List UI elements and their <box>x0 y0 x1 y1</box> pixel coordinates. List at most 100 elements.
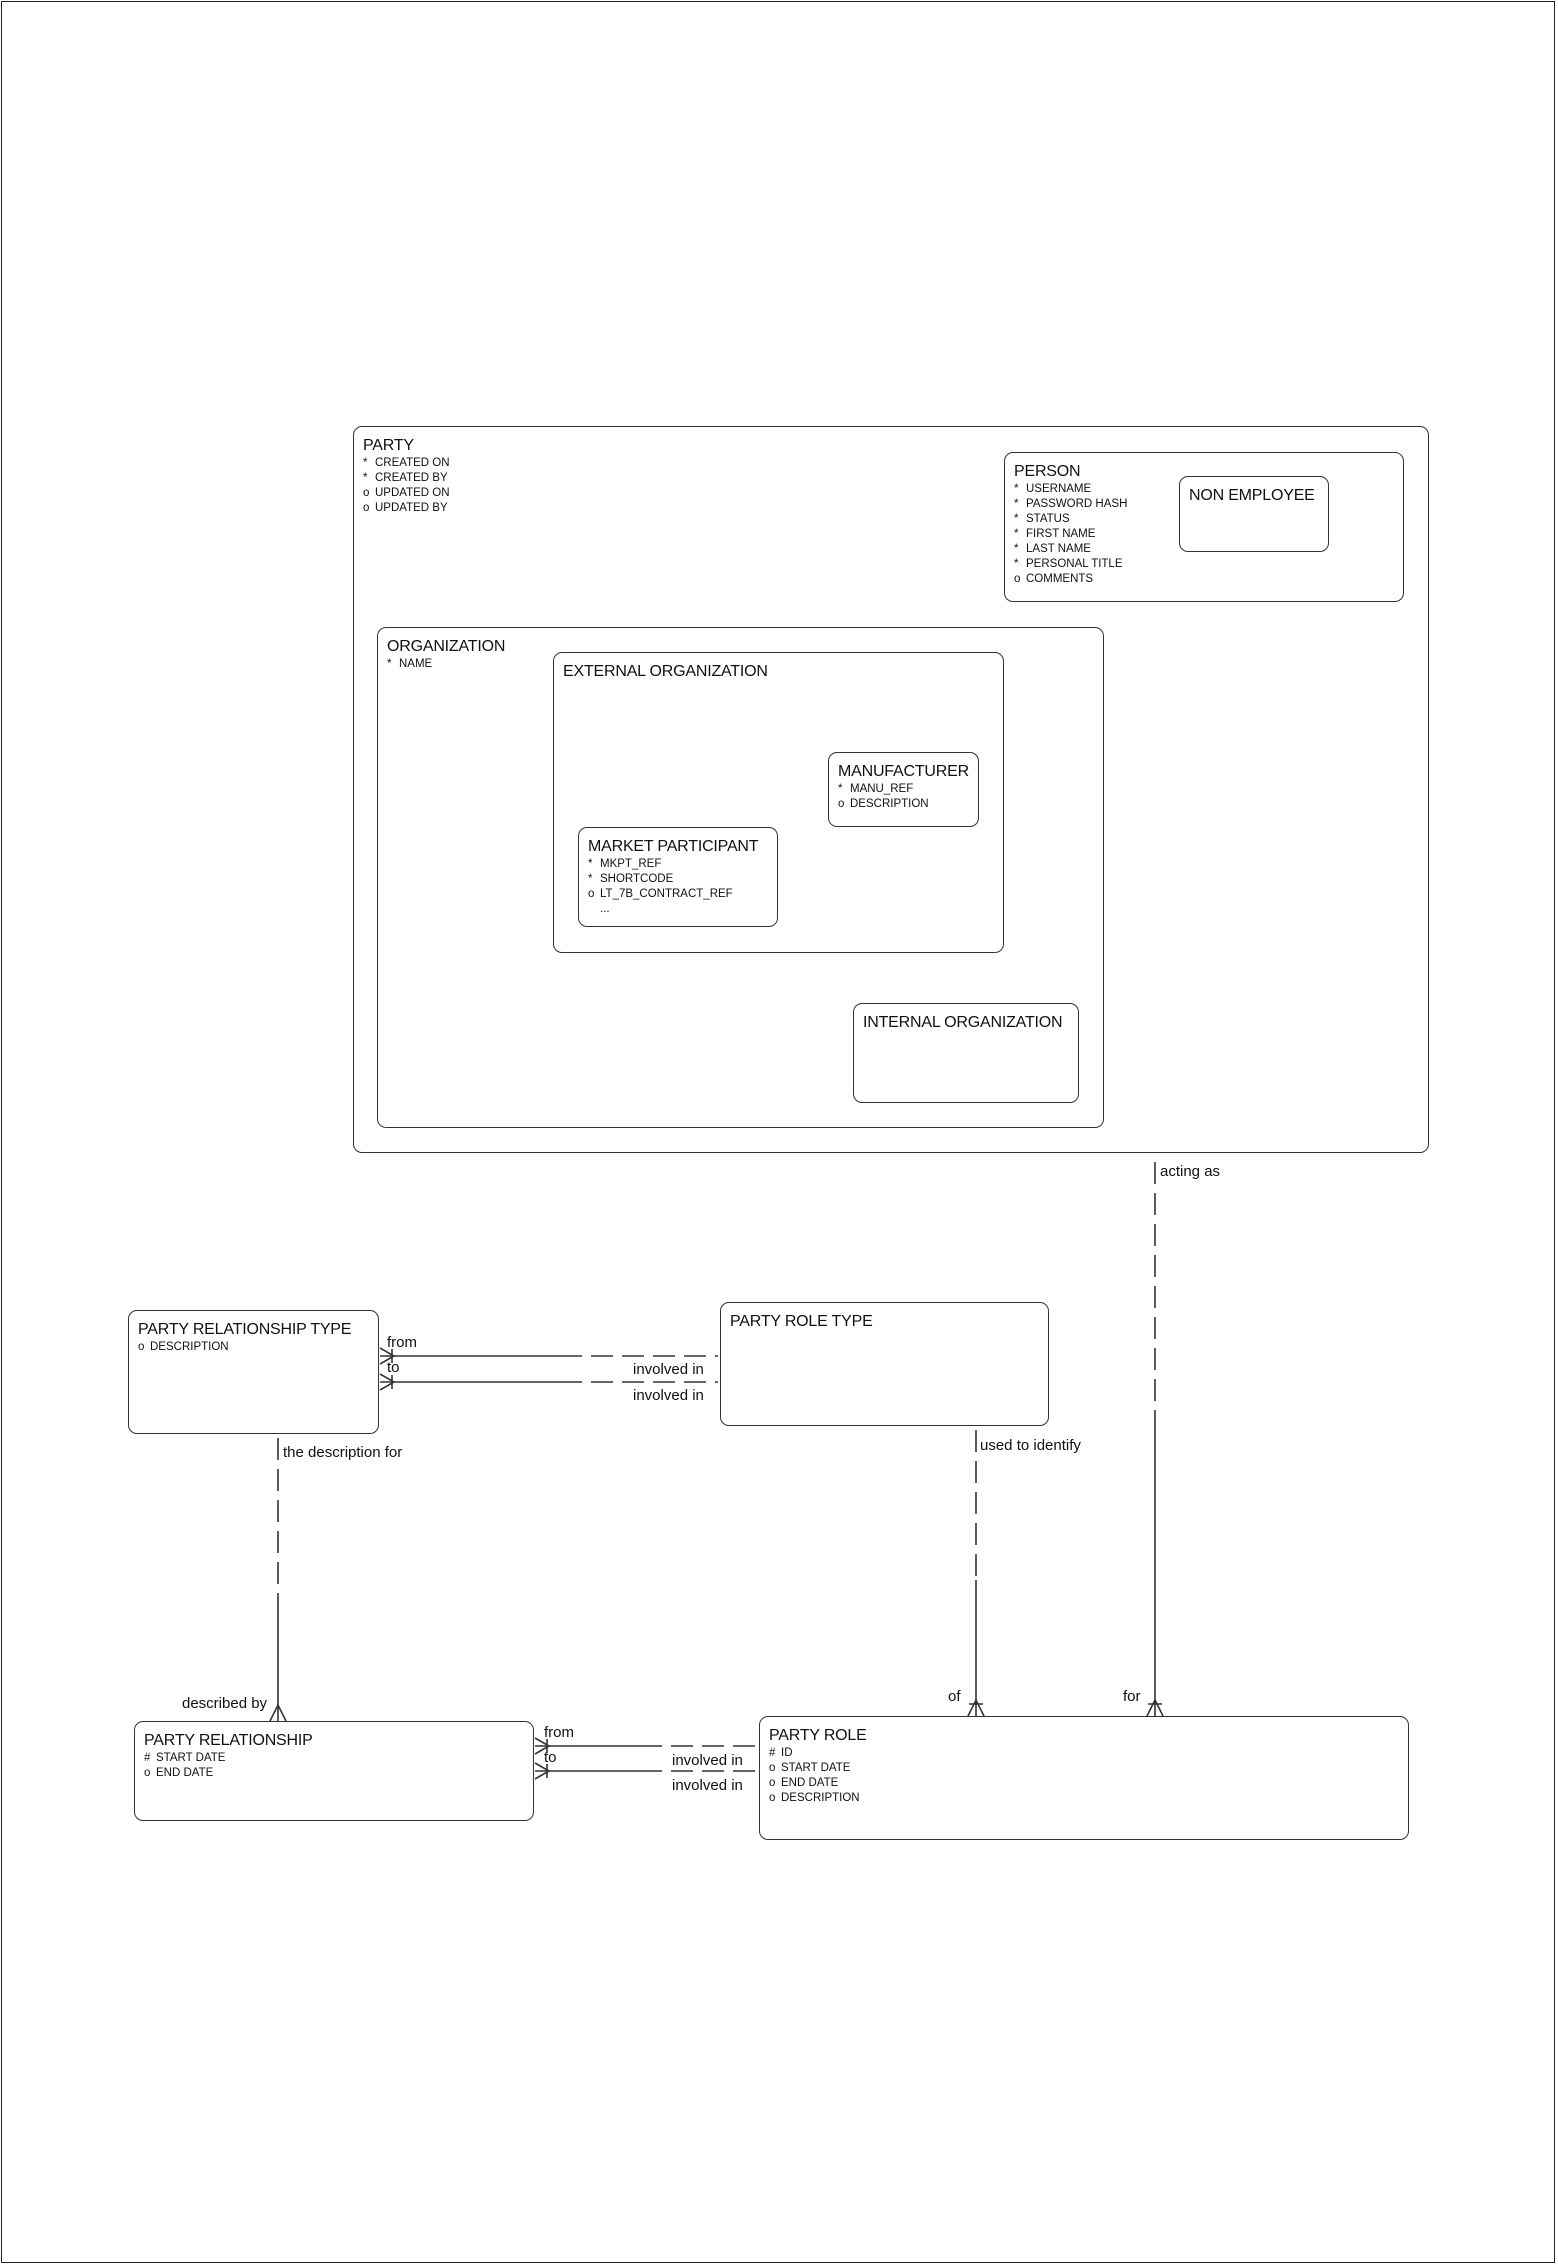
label-involved-in-pr-2: involved in <box>672 1777 743 1794</box>
attribute-marker: # <box>769 1747 776 1759</box>
attribute-row: * PASSWORD HASH <box>1014 497 1127 512</box>
attribute-name: USERNAME <box>1026 483 1092 495</box>
attribute-row: o END DATE <box>144 1766 225 1781</box>
attribute-marker: * <box>588 873 593 885</box>
attribute-marker: * <box>1014 498 1019 510</box>
attribute-marker: # <box>144 1752 151 1764</box>
attribute-name: LAST NAME <box>1026 543 1091 555</box>
label-from-pr: from <box>544 1724 574 1741</box>
attribute-row: o UPDATED ON <box>363 486 450 501</box>
entity-title: MANUFACTURER <box>838 763 969 780</box>
attribute-list: * USERNAME * PASSWORD HASH * STATUS * FIRST NAM… <box>1014 482 1127 587</box>
attribute-name: CREATED ON <box>375 457 450 469</box>
attribute-marker: * <box>1014 528 1019 540</box>
attribute-name: LT_7B_CONTRACT_REF <box>600 888 733 900</box>
attribute-name: START DATE <box>781 1762 851 1774</box>
attribute-name: DESCRIPTION <box>150 1341 229 1353</box>
label-the-description-for: the description for <box>283 1444 403 1461</box>
label-to-pr: to <box>544 1749 557 1766</box>
entity-party-role-type[interactable]: PARTY ROLE TYPE <box>720 1302 1049 1426</box>
attribute-marker: * <box>1014 483 1019 495</box>
entity-internal-organization[interactable]: INTERNAL ORGANIZATION <box>853 1003 1079 1103</box>
entity-title: NON EMPLOYEE <box>1189 487 1315 504</box>
entity-title: EXTERNAL ORGANIZATION <box>563 663 768 680</box>
attribute-row: #START DATE <box>144 1751 225 1766</box>
entity-title: INTERNAL ORGANIZATION <box>863 1014 1063 1031</box>
attribute-marker: * <box>363 472 368 484</box>
to-pr-crowfoot <box>534 1762 551 1780</box>
label-of: of <box>948 1688 961 1705</box>
attribute-row: *LAST NAME <box>1014 542 1127 557</box>
attribute-row: * STATUS <box>1014 512 1127 527</box>
entity-non-employee[interactable]: NON EMPLOYEE <box>1179 476 1329 552</box>
attribute-row: ... <box>588 902 733 917</box>
attribute-name: UPDATED ON <box>375 487 450 499</box>
attribute-marker: o <box>363 487 370 499</box>
attribute-marker: * <box>838 783 843 795</box>
attribute-name: END DATE <box>781 1777 839 1789</box>
attribute-name: DESCRIPTION <box>850 798 929 810</box>
attribute-name: MKPT_REF <box>600 858 662 870</box>
label-to-rt: to <box>387 1359 400 1376</box>
attribute-row: * FIRST NAME <box>1014 527 1127 542</box>
entity-title: PARTY ROLE TYPE <box>730 1313 873 1330</box>
entity-title: PERSON <box>1014 463 1081 480</box>
attribute-marker: o <box>769 1792 776 1804</box>
entity-person[interactable]: PERSON * USERNAME * PASSWORD HASH * STATUS * FI… <box>1004 452 1404 602</box>
attribute-name: PASSWORD HASH <box>1026 498 1128 510</box>
label-acting-as: acting as <box>1160 1163 1221 1180</box>
label-used-to-identify: used to identify <box>980 1437 1081 1454</box>
entity-title: PARTY RELATIONSHIP TYPE <box>138 1321 352 1338</box>
attribute-name: END DATE <box>156 1767 214 1779</box>
attribute-marker: o <box>769 1777 776 1789</box>
attribute-marker: o <box>838 798 845 810</box>
attribute-row: #ID <box>769 1746 860 1761</box>
attribute-row: * PERSONAL TITLE <box>1014 557 1127 572</box>
entity-title: PARTY <box>363 437 414 454</box>
entity-title: ORGANIZATION <box>387 638 506 655</box>
attribute-name: DESCRIPTION <box>781 1792 860 1804</box>
entity-organization[interactable]: ORGANIZATION *NAME <box>377 627 1104 1128</box>
attribute-name: FIRST NAME <box>1026 528 1096 540</box>
attribute-name: CREATED BY <box>375 472 448 484</box>
attribute-row: o DESCRIPTION <box>838 797 929 812</box>
attribute-row: *CREATED ON <box>363 456 450 471</box>
of-crowfoot <box>967 1698 985 1717</box>
attribute-name: PERSONAL TITLE <box>1026 558 1123 570</box>
attribute-row: * USERNAME <box>1014 482 1127 497</box>
attribute-row: o LT_7B_CONTRACT_REF <box>588 887 733 902</box>
attribute-name: MANU_REF <box>850 783 914 795</box>
attribute-marker: * <box>387 658 392 670</box>
entity-title: PARTY RELATIONSHIP <box>144 1732 313 1749</box>
attribute-row: o END DATE <box>769 1776 860 1791</box>
label-from-rt: from <box>387 1334 417 1351</box>
attribute-row: o DESCRIPTION <box>769 1791 860 1806</box>
label-described-by: described by <box>182 1695 268 1712</box>
attribute-marker: o <box>588 888 595 900</box>
to-rt-crowfoot <box>379 1373 396 1391</box>
attribute-row: * SHORTCODE <box>588 872 733 887</box>
attribute-marker: * <box>1014 558 1019 570</box>
attribute-marker: * <box>1014 513 1019 525</box>
from-rt-crowfoot <box>379 1347 396 1365</box>
attribute-marker: o <box>363 502 370 514</box>
entity-external-organization[interactable]: EXTERNAL ORGANIZATION <box>553 652 1004 953</box>
attribute-name: STATUS <box>1026 513 1070 525</box>
attribute-name: SHORTCODE <box>600 873 674 885</box>
for-crowfoot <box>1146 1698 1164 1717</box>
attribute-marker: o <box>144 1767 151 1779</box>
